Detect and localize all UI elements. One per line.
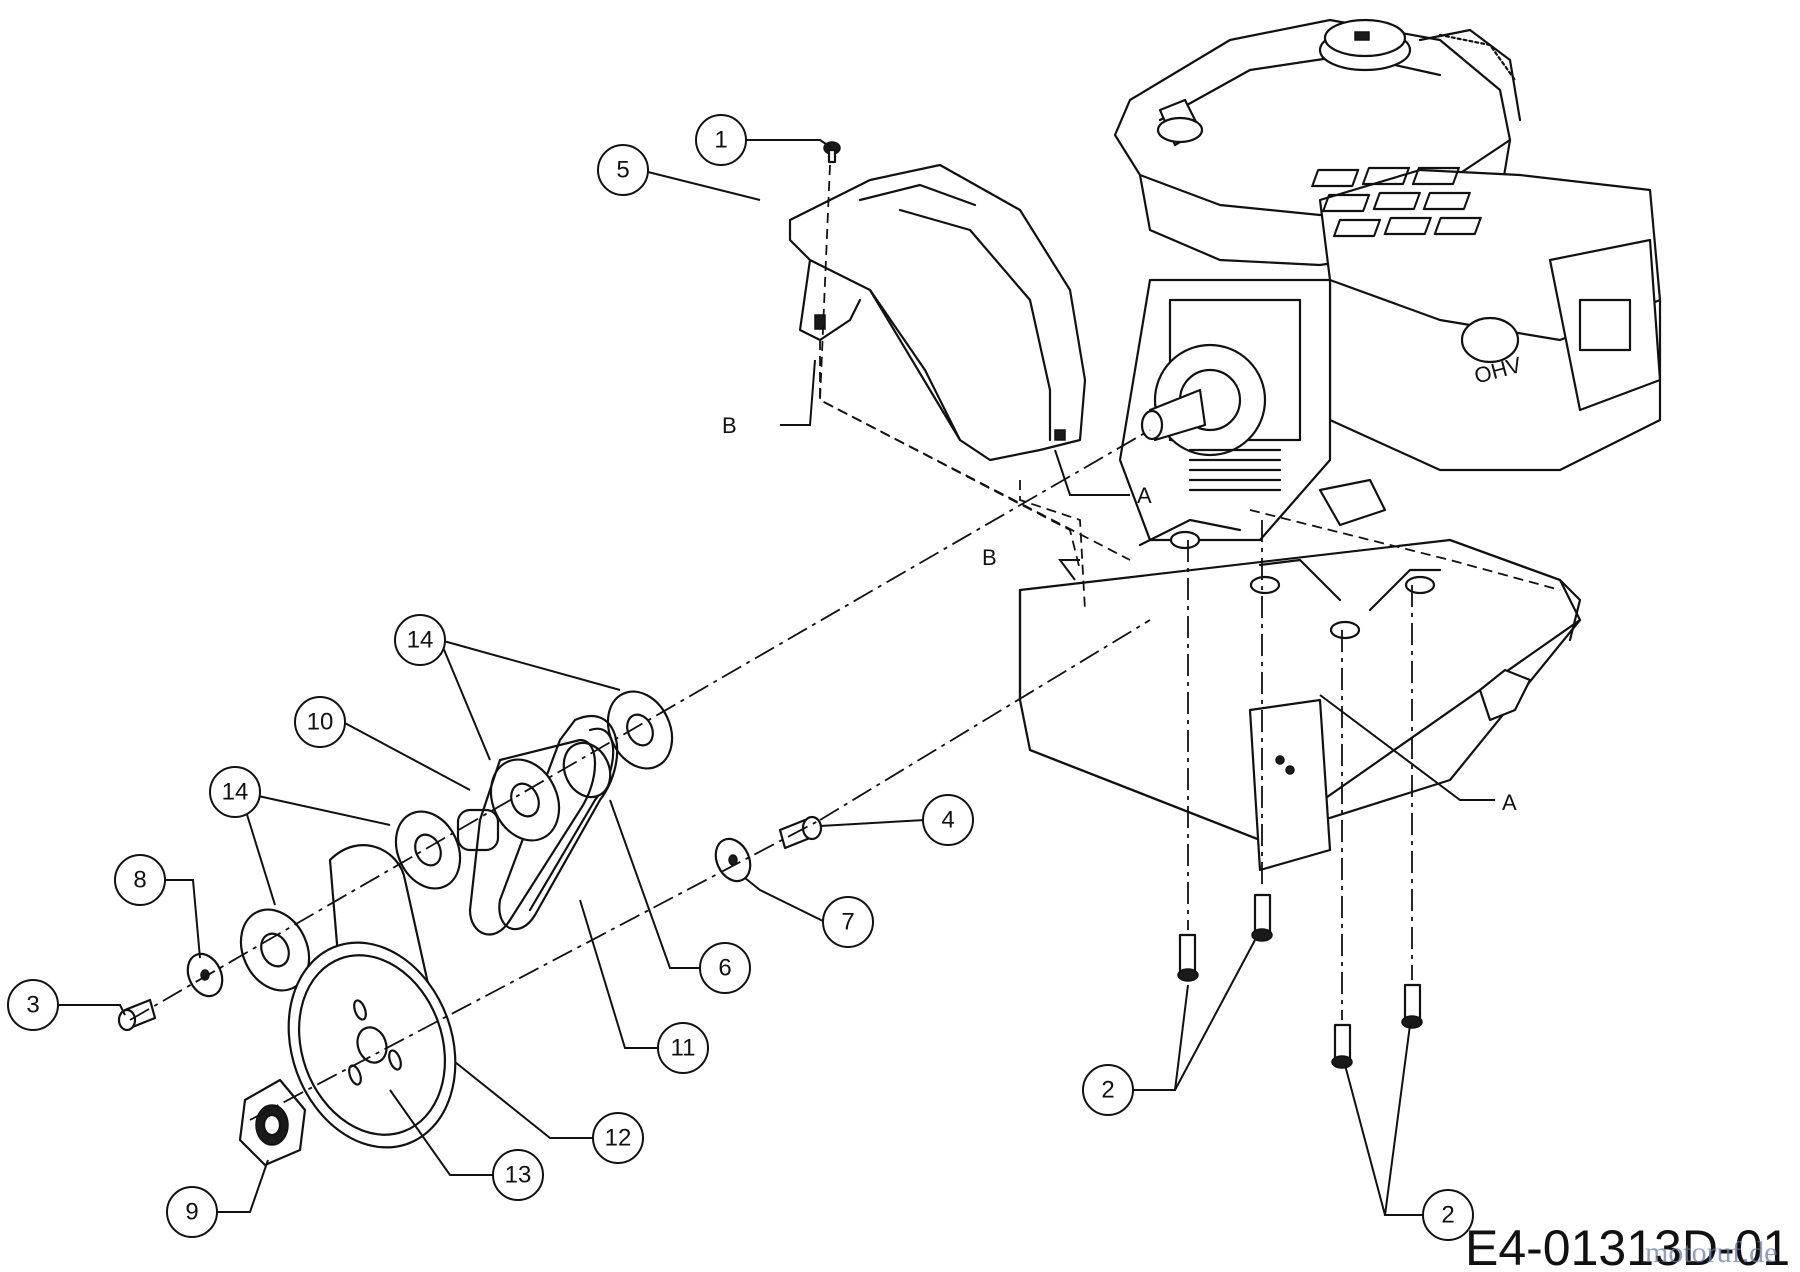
callout: 2	[1082, 1064, 1134, 1116]
svg-text:14: 14	[222, 779, 249, 806]
svg-text:12: 12	[605, 1125, 632, 1152]
ref-letter-b-top: B	[722, 413, 737, 438]
callout: 14	[394, 614, 446, 666]
callout: 9	[166, 1186, 218, 1238]
callout: 13	[492, 1149, 544, 1201]
bolt	[1177, 933, 1199, 982]
svg-text:9: 9	[185, 1199, 198, 1226]
svg-text:2: 2	[1101, 1077, 1114, 1104]
callout: 14	[209, 766, 261, 818]
svg-text:14: 14	[407, 627, 434, 654]
bolt	[1251, 893, 1273, 942]
engine-vents	[1311, 166, 1482, 238]
callout: 12	[592, 1112, 644, 1164]
callout: 3	[7, 979, 59, 1031]
pulley-assembly	[117, 141, 841, 1167]
svg-text:5: 5	[616, 157, 629, 184]
fuel-cap	[1318, 18, 1412, 72]
callout: 2	[1422, 1189, 1474, 1241]
callout: 5	[597, 144, 649, 196]
ref-letter-a-plate: A	[1502, 790, 1517, 815]
callout: 11	[657, 1022, 709, 1074]
callout: 10	[294, 696, 346, 748]
svg-text:3: 3	[26, 992, 39, 1019]
centerlines	[129, 164, 1561, 1121]
watermark: motoruf.de	[1645, 1236, 1777, 1269]
engine-mount-plate	[1018, 518, 1582, 872]
callout: 8	[114, 854, 166, 906]
engine: OHV	[1113, 18, 1662, 542]
svg-text:7: 7	[841, 909, 854, 936]
callout: 7	[822, 896, 874, 948]
diagram-code: E4-01313D-01	[1465, 1220, 1790, 1272]
svg-text:13: 13	[505, 1162, 532, 1189]
svg-text:4: 4	[941, 807, 954, 834]
svg-text:2: 2	[1441, 1202, 1454, 1229]
svg-text:11: 11	[671, 1035, 696, 1062]
callout: 6	[699, 942, 751, 994]
belt-11	[468, 738, 597, 936]
leader-lines	[55, 139, 1495, 1216]
bolt	[1331, 1023, 1353, 1069]
crankshaft	[1140, 343, 1267, 457]
belt-6	[498, 714, 619, 931]
svg-text:10: 10	[307, 709, 334, 736]
callout: 4	[922, 794, 974, 846]
ref-letter-b-plate: B	[982, 545, 997, 570]
mount-bolts	[1177, 893, 1423, 1069]
svg-text:8: 8	[133, 867, 146, 894]
belt-cover	[788, 163, 1087, 462]
bolt-4	[778, 815, 823, 850]
callout: 1	[695, 114, 747, 166]
ref-letter-a-top: A	[1137, 483, 1152, 508]
bolt	[1401, 983, 1423, 1029]
svg-text:6: 6	[718, 955, 731, 982]
svg-text:1: 1	[714, 127, 727, 154]
